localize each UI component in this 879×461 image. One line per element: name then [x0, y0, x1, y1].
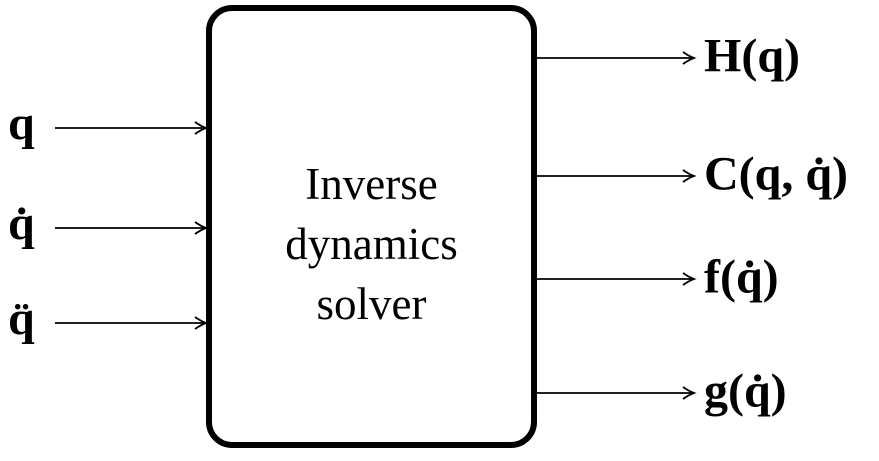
input-arrow-q — [55, 121, 209, 135]
output-label-C: C(q, q̇) — [704, 147, 849, 201]
output-arrow-C — [537, 169, 697, 183]
input-arrow-qddot — [55, 316, 209, 330]
block-title: Inverse dynamics solver — [212, 154, 531, 334]
output-arrow-g — [537, 386, 697, 400]
output-arrow-f — [537, 272, 697, 286]
block-title-line-2: dynamics — [285, 218, 458, 269]
input-arrow-qdot — [55, 221, 209, 235]
block-title-line-3: solver — [316, 278, 427, 329]
input-label-q: q — [8, 97, 35, 151]
inverse-dynamics-solver-block: Inverse dynamics solver — [206, 5, 537, 448]
output-label-f: f(q̇) — [704, 250, 779, 304]
output-label-H: H(q) — [704, 29, 800, 83]
input-label-qdot: q̇ — [8, 197, 35, 251]
input-label-qddot: q̈ — [8, 292, 35, 346]
output-arrow-H — [537, 51, 697, 65]
output-label-g: g(q̇) — [704, 364, 787, 418]
block-title-line-1: Inverse — [305, 158, 438, 209]
